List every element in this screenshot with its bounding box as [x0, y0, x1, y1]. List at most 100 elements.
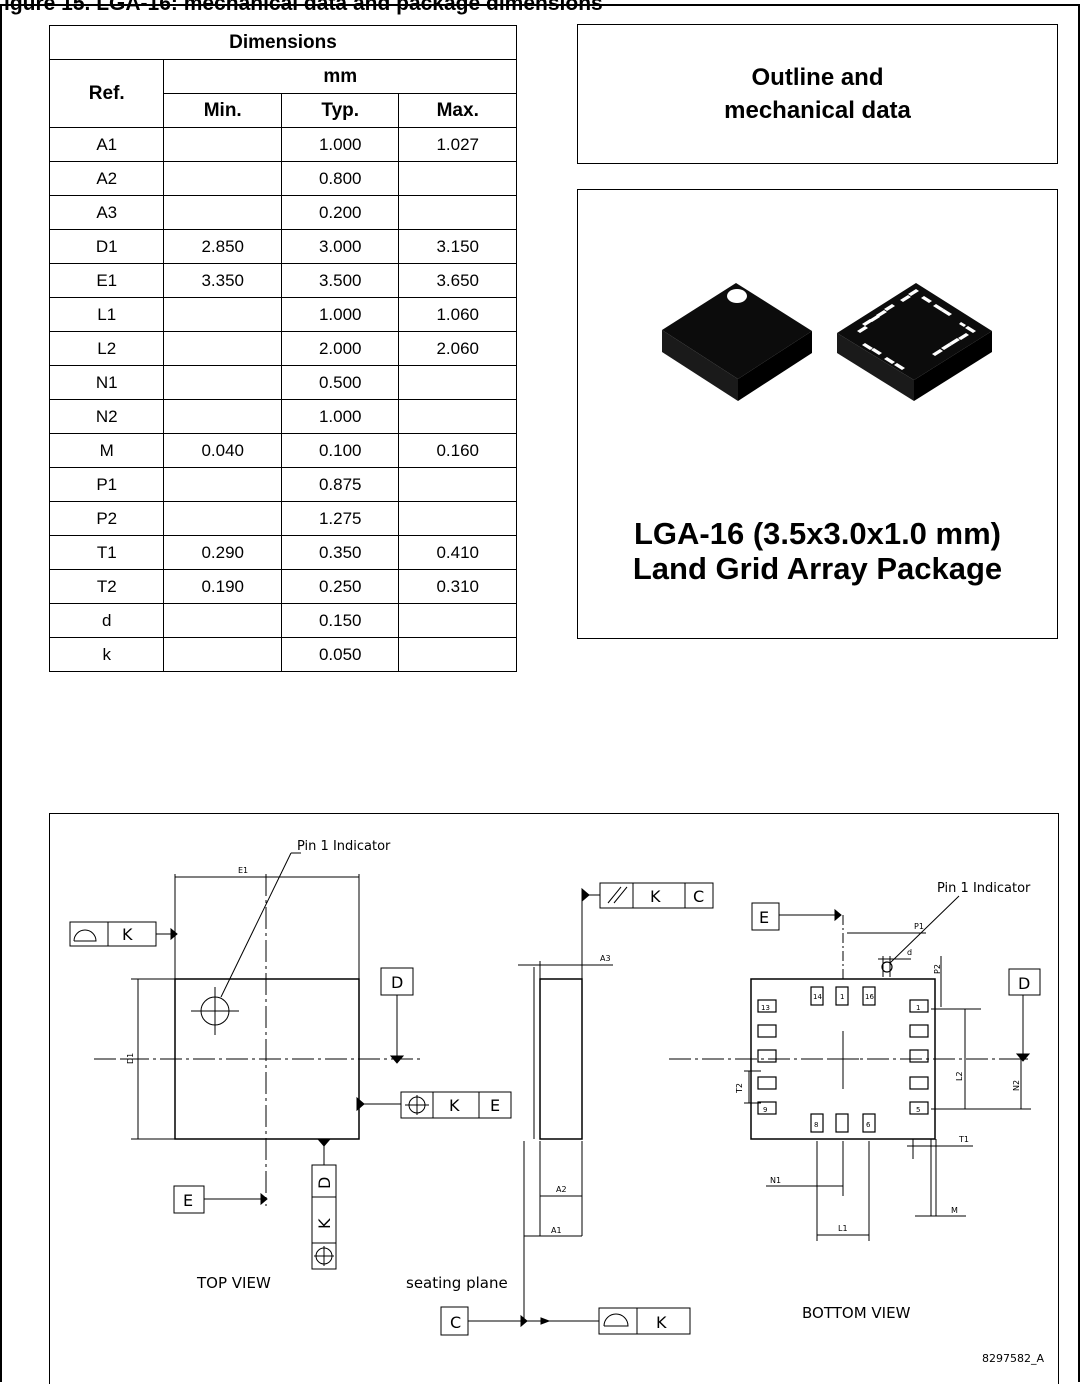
pin-16: 16 — [865, 993, 874, 1001]
table-cell-ref: P1 — [48, 467, 165, 502]
outline-box: Outline and mechanical data — [577, 24, 1058, 164]
table-cell-min — [163, 467, 282, 502]
dim-d1-label: D1 — [126, 1053, 135, 1064]
bottom-view-dim-labels: P1 d P2 L2 N2 T2 T1 M N1 L1 — [735, 922, 1021, 1233]
package-name-line1: LGA-16 (3.5x3.0x1.0 mm) — [633, 516, 1001, 551]
datum-e-bottomview — [751, 902, 844, 979]
table-cell-min: 2.850 — [163, 229, 282, 264]
chip-top-image — [662, 283, 812, 401]
datum-k-pos: K — [449, 1096, 460, 1115]
seating-plane-label: seating plane — [406, 1274, 508, 1292]
table-cell-max: 0.410 — [398, 535, 517, 570]
dim-p2-label: P2 — [933, 964, 942, 974]
table-cell-max: 2.060 — [398, 331, 517, 366]
table-cell-min — [163, 297, 282, 332]
table-cell-typ: 0.350 — [280, 535, 400, 570]
datum-k-parallel: K — [650, 887, 661, 906]
table-cell-max — [398, 637, 517, 672]
pin1-indicator-label-bottom: Pin 1 Indicator — [937, 881, 1031, 896]
table-cell-typ: 3.000 — [280, 229, 400, 264]
dim-a2-label: A2 — [556, 1185, 567, 1194]
table-header-dimensions: Dimensions — [49, 25, 517, 60]
table-cell-typ: 1.000 — [280, 127, 400, 162]
package-3d-illustration — [662, 283, 992, 401]
table-cell-max — [398, 603, 517, 638]
table-cell-typ: 0.500 — [280, 365, 400, 400]
table-cell-max — [398, 365, 517, 400]
table-cell-max — [398, 501, 517, 536]
table-cell-min — [163, 603, 282, 638]
dim-l1-label: L1 — [838, 1224, 848, 1233]
pin-5: 5 — [916, 1106, 920, 1114]
table-cell-max — [398, 161, 517, 196]
table-cell-ref: M — [48, 433, 165, 468]
pin-13: 13 — [761, 1004, 770, 1012]
pin-8: 8 — [814, 1121, 818, 1129]
drawing-svg: Pin 1 Indicator E1 D1 K D — [69, 839, 1044, 1365]
table-cell-min: 3.350 — [163, 263, 282, 298]
dim-p1-label: P1 — [914, 922, 924, 931]
datum-d-bottomview-label: D — [1018, 974, 1030, 993]
datum-k-vert: K — [315, 1218, 334, 1229]
table-cell-typ: 1.000 — [280, 297, 400, 332]
datum-k-seating: K — [656, 1313, 667, 1332]
table-header-ref: Ref. — [48, 59, 165, 128]
table-cell-typ: 0.150 — [280, 603, 400, 638]
table-cell-ref: A3 — [48, 195, 165, 230]
table-cell-typ: 0.800 — [280, 161, 400, 196]
table-cell-min — [163, 399, 282, 434]
table-cell-ref: N2 — [48, 399, 165, 434]
table-cell-ref: T2 — [48, 569, 165, 604]
pin-9: 9 — [763, 1106, 767, 1114]
table-cell-min: 0.190 — [163, 569, 282, 604]
table-header-unit: mm — [163, 59, 517, 94]
package-name-line2: Land Grid Array Package — [632, 551, 1003, 586]
table-header-typ: Typ. — [280, 93, 400, 128]
pin-6: 6 — [866, 1121, 871, 1129]
outline-title-line1: Outline and — [751, 64, 884, 91]
table-cell-ref: N1 — [48, 365, 165, 400]
mechanical-drawing: Pin 1 Indicator E1 D1 K D — [49, 813, 1059, 1384]
table-cell-min — [163, 127, 282, 162]
table-cell-min — [163, 365, 282, 400]
table-cell-max — [398, 195, 517, 230]
table-cell-min — [163, 331, 282, 366]
dim-a3-label: A3 — [600, 954, 611, 963]
table-cell-typ: 1.000 — [280, 399, 400, 434]
table-cell-max — [398, 467, 517, 502]
side-view — [518, 896, 613, 1319]
table-cell-ref: L1 — [48, 297, 165, 332]
table-cell-ref: P2 — [48, 501, 165, 536]
table-cell-min — [163, 501, 282, 536]
position-tolerance-frame — [356, 1091, 512, 1119]
table-cell-max — [398, 399, 517, 434]
pin-15: 1 — [840, 993, 844, 1001]
datum-d-vert: D — [315, 1177, 334, 1189]
bottom-view-pin-numbers: 13 14 1 16 1 9 8 6 5 — [761, 993, 920, 1129]
seating-plane-frame — [440, 1306, 691, 1336]
dim-n2-label: N2 — [1012, 1080, 1021, 1091]
table-cell-typ: 0.250 — [280, 569, 400, 604]
table-header-min: Min. — [163, 93, 282, 128]
table-cell-max: 3.650 — [398, 263, 517, 298]
pin1-indicator-top — [191, 852, 301, 1035]
datum-e-bottom — [173, 1185, 268, 1214]
table-cell-min — [163, 161, 282, 196]
table-cell-ref: E1 — [48, 263, 165, 298]
table-cell-typ: 0.050 — [280, 637, 400, 672]
